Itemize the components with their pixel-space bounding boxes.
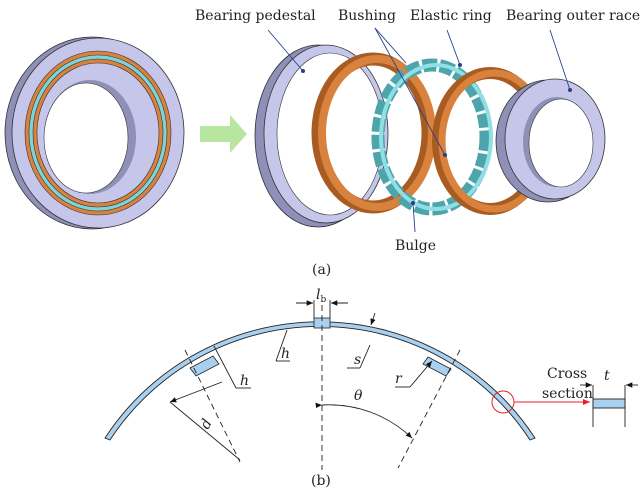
label-bulge: Bulge <box>395 238 436 254</box>
symbol-d: d <box>197 416 215 431</box>
label-section: section <box>542 386 593 402</box>
symbol-lb: lb <box>316 287 326 305</box>
symbol-r: r <box>395 371 403 387</box>
assembled-bearing <box>4 36 185 230</box>
label-bearing-outer-race: Bearing outer race <box>506 8 640 24</box>
caption-b: (b) <box>311 473 331 489</box>
symbol-t: t <box>604 368 610 384</box>
dimension-lines <box>169 300 638 470</box>
bearing-outer-race <box>495 78 606 203</box>
cross-section-shape <box>592 398 626 409</box>
leader-lines <box>267 27 573 233</box>
label-cross: Cross <box>547 366 587 382</box>
elastic-ring <box>371 58 493 216</box>
symbol-lb-letter: l <box>316 287 320 303</box>
symbol-h-side: h <box>240 373 249 389</box>
bushing-1 <box>311 52 436 214</box>
symbol-theta: θ <box>354 388 363 404</box>
elastic-ring-section <box>104 317 536 441</box>
symbol-lb-subscript: b <box>320 295 326 305</box>
label-bearing-pedestal: Bearing pedestal <box>195 8 316 24</box>
label-elastic-ring: Elastic ring <box>410 8 492 24</box>
green-arrow-icon <box>200 115 247 153</box>
caption-a: (a) <box>312 262 331 278</box>
symbol-h-top: h <box>281 346 290 362</box>
symbol-s: s <box>354 352 361 368</box>
label-bushing: Bushing <box>338 8 396 24</box>
